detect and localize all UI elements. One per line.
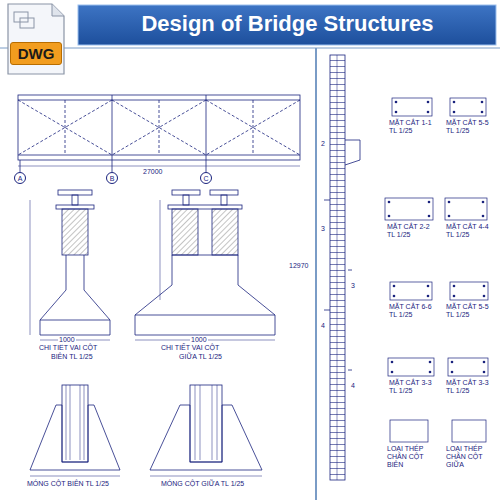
- callout-number: 4: [350, 382, 356, 390]
- callout-number: 3: [320, 225, 326, 233]
- file-badge: DWG: [10, 42, 62, 65]
- node-text: B: [110, 175, 115, 182]
- section-title: MẶT CẮT 3-3 TL 1/25: [388, 379, 440, 395]
- dimension: 12970: [288, 262, 309, 270]
- node-text: A: [18, 175, 23, 182]
- section-title: MẶT CẮT 4-4 TL 1/25: [445, 223, 497, 239]
- section-title: MẶT CẮT 2-2 TL 1/25: [386, 223, 438, 239]
- grid-bubble: B: [106, 172, 118, 184]
- node-text: DWG: [18, 45, 55, 62]
- view-title: MÓNG CỘT GIỮA TL 1/25: [160, 480, 245, 488]
- section-title: MẶT CẮT 5-5 TL 1/25: [445, 303, 497, 319]
- grid-bubble: A: [14, 172, 26, 184]
- node-text: C: [203, 175, 208, 182]
- view-scale: GIỮA TL 1/25: [178, 353, 223, 361]
- section-title: MẶT CẮT 6-6 TL 1/25: [388, 303, 440, 319]
- callout-number: 3: [350, 282, 356, 290]
- section-title: MẶT CẮT 3-3 TL 1/25: [445, 379, 497, 395]
- section-title: MẶT CẮT 5-5 TL 1/25: [445, 119, 497, 135]
- callout-number: 4: [320, 322, 326, 330]
- view-scale: BIÊN TL 1/25: [50, 353, 94, 361]
- callout-number: 2: [320, 140, 326, 148]
- dimension: 1000: [58, 336, 76, 344]
- view-title: MÓNG CỘT BIÊN TL 1/25: [26, 480, 110, 488]
- dimension: 1000: [190, 336, 208, 344]
- section-title: MẶT CẮT 1-1 TL 1/25: [388, 119, 440, 135]
- grid-bubble: C: [200, 172, 212, 184]
- section-title: LOẠI THÉP CHÂN CỘT BIÊN: [386, 445, 438, 469]
- section-title: LOẠI THÉP CHÂN CỘT GIỮA: [445, 445, 497, 469]
- banner-title: Design of Bridge Structures: [80, 9, 495, 39]
- view-title: CHI TIẾT VAI CỘT: [38, 344, 98, 352]
- dimension: 27000: [142, 168, 163, 176]
- view-title: CHI TIẾT VAI CỘT: [160, 344, 220, 352]
